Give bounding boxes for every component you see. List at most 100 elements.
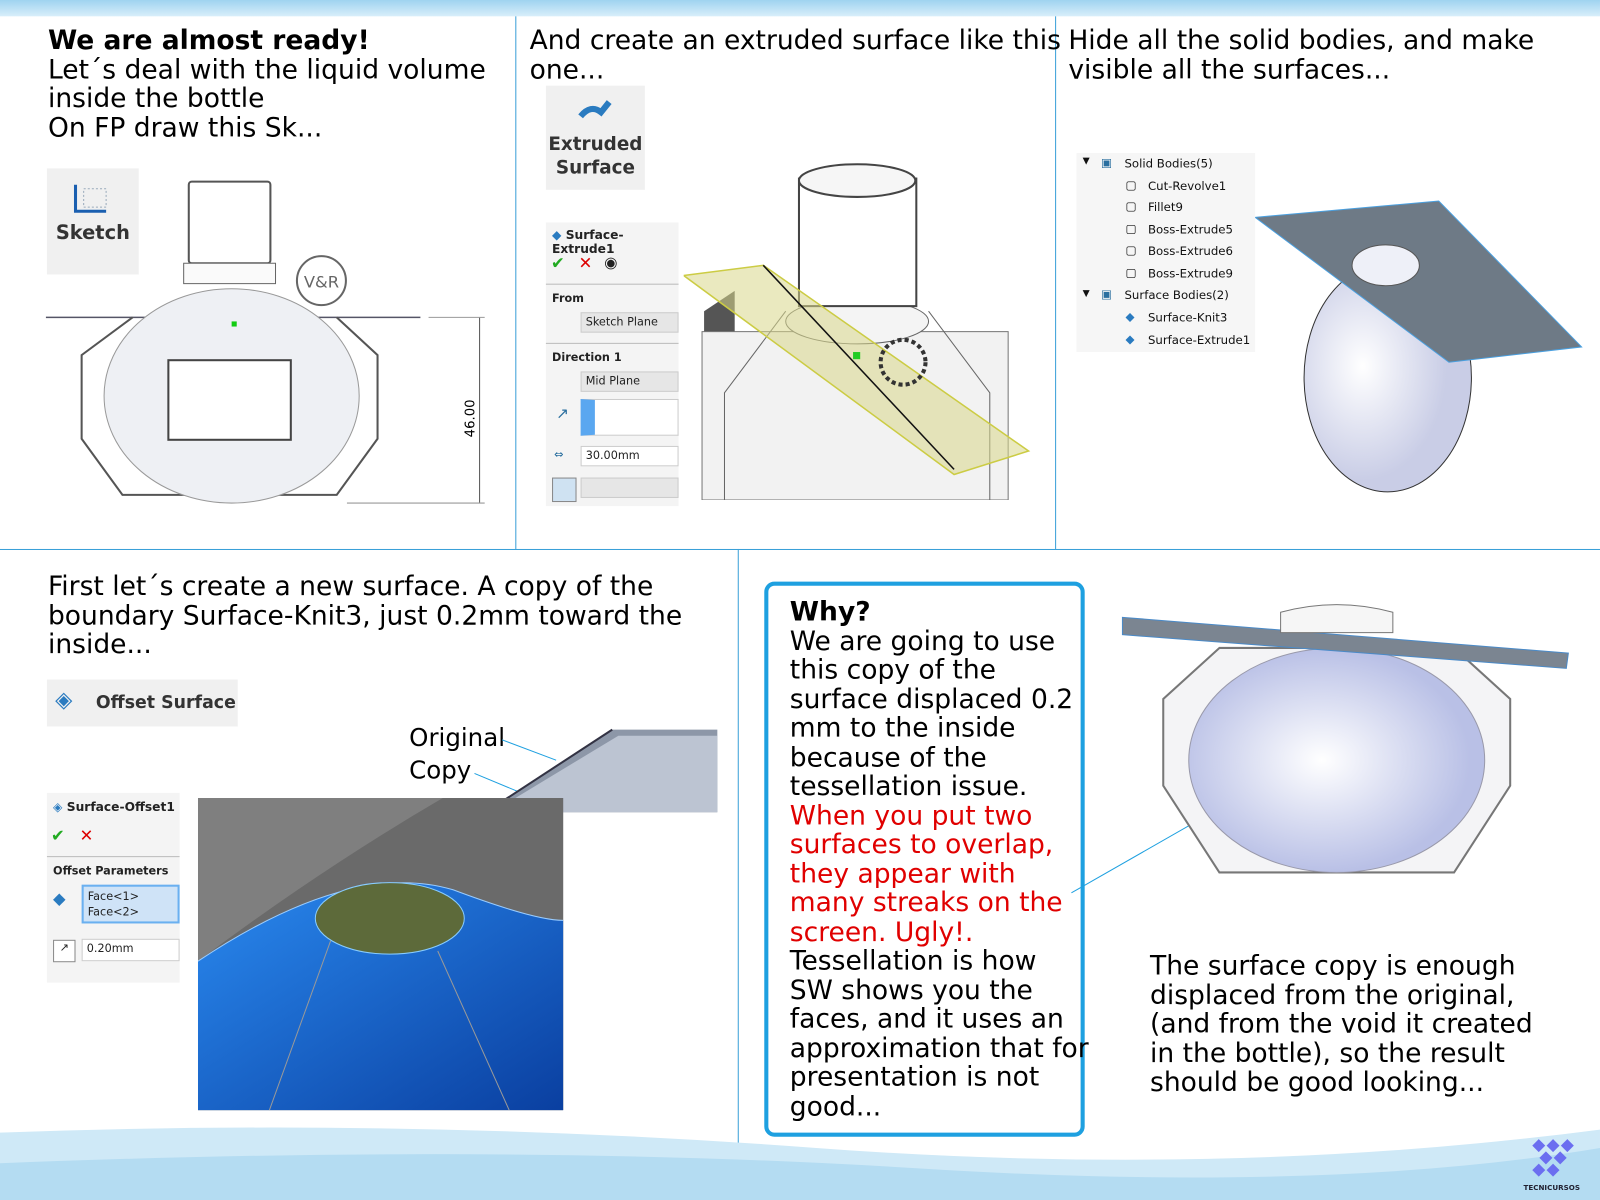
text-line: mm to the inside bbox=[789, 713, 1016, 744]
text-line: because of the bbox=[789, 742, 987, 773]
warning-line: screen. Ugly!. bbox=[789, 916, 974, 948]
sketch-label: Sketch bbox=[55, 221, 130, 244]
offset-icon: ◈ bbox=[53, 799, 63, 815]
panel3-text: Hide all the solid bodies, and make visi… bbox=[1068, 27, 1534, 85]
warning-line: they appear with bbox=[789, 858, 1016, 890]
panel2-text: And create an extruded surface like this… bbox=[530, 27, 1061, 85]
footer-wave bbox=[0, 1127, 1600, 1200]
direction-arrow-icon[interactable]: ↗ bbox=[556, 404, 569, 423]
direction-selection-box[interactable] bbox=[580, 398, 679, 436]
text-line: The surface copy is enough bbox=[1149, 951, 1516, 982]
tree-item[interactable]: Surface-Knit3 bbox=[1147, 310, 1228, 325]
surfaces-view bbox=[1255, 200, 1583, 493]
body-cube-icon: ▢ bbox=[1125, 198, 1137, 214]
body-cube-icon: ▢ bbox=[1125, 265, 1137, 280]
cancel-x-icon[interactable]: ✕ bbox=[578, 253, 593, 273]
draft-field[interactable] bbox=[580, 477, 679, 498]
text-line: should be good looking... bbox=[1149, 1067, 1485, 1098]
warning-line: When you put two bbox=[789, 800, 1033, 832]
tecnicursos-logo bbox=[1532, 1139, 1574, 1177]
ok-check-icon[interactable]: ✔ bbox=[551, 253, 565, 273]
preview-eye-icon[interactable]: ◉ bbox=[604, 253, 618, 272]
surface-icon: ◆ bbox=[1125, 331, 1135, 346]
text-line: inside... bbox=[47, 629, 152, 661]
why-title: Why? bbox=[789, 596, 871, 628]
text-line: Tessellation is how bbox=[789, 945, 1037, 977]
text-line: faces, and it uses an bbox=[789, 1004, 1064, 1035]
offset-surface-icon: ◈ bbox=[55, 687, 73, 714]
tree-item[interactable]: Surface-Extrude1 bbox=[1147, 332, 1251, 347]
tree-item[interactable]: Cut-Revolve1 bbox=[1147, 178, 1227, 193]
button-label: Offset Surface bbox=[95, 692, 236, 714]
pm-title: Surface-Offset1 bbox=[66, 799, 175, 815]
cancel-x-icon[interactable]: ✕ bbox=[79, 825, 94, 845]
collapse-arrow-icon[interactable]: ▼ bbox=[1082, 156, 1090, 167]
text-line: approximation that for bbox=[789, 1033, 1089, 1064]
offset-surface-button[interactable]: ◈ Offset Surface bbox=[46, 679, 238, 727]
from-select[interactable]: Sketch Plane bbox=[580, 312, 679, 333]
panel1-title: We are almost ready! bbox=[47, 25, 370, 57]
text-line: displaced from the original, bbox=[1149, 980, 1515, 1011]
faces-selection-box[interactable]: Face<1>Face<2> bbox=[81, 884, 180, 924]
surface-offset-property-manager: ◈ Surface-Offset1 ✔ ✕ Offset Parameters … bbox=[46, 792, 180, 983]
surface-icon: ◆ bbox=[1125, 309, 1135, 324]
extrude-icon: ◆ bbox=[552, 227, 562, 242]
button-label: Surface bbox=[555, 157, 635, 179]
warning-line: many streaks on the bbox=[789, 887, 1063, 919]
tree-item[interactable]: Boss-Extrude6 bbox=[1147, 243, 1234, 259]
body-cube-icon: ▢ bbox=[1125, 221, 1137, 236]
divider bbox=[0, 548, 1600, 550]
text-line: surface displaced 0.2 bbox=[789, 684, 1074, 715]
panel5-text: The surface copy is enough displaced fro… bbox=[1150, 952, 1533, 1097]
tree-solid-bodies[interactable]: Solid Bodies(5) bbox=[1124, 156, 1213, 171]
button-label: Extruded bbox=[548, 133, 643, 156]
panel4-text: First let´s create a new surface. A copy… bbox=[48, 572, 682, 659]
body-cube-icon: ▢ bbox=[1125, 242, 1137, 258]
logo-text: V&R bbox=[304, 273, 339, 292]
text-line: presentation is not bbox=[789, 1062, 1040, 1093]
offset-distance-input[interactable]: 0.20mm bbox=[81, 938, 180, 962]
depth-icon: ⇔ bbox=[554, 447, 564, 462]
end-condition-select[interactable]: Mid Plane bbox=[580, 371, 679, 392]
text-line: this copy of the bbox=[789, 655, 996, 686]
text-line: in the bottle), so the result bbox=[1149, 1038, 1505, 1069]
surface-extrude-property-manager: ◆ Surface-Extrude1 ✔ ✕ ◉ From Sketch Pla… bbox=[545, 222, 679, 507]
tree-item[interactable]: Boss-Extrude5 bbox=[1147, 222, 1234, 237]
text-line: SW shows you the bbox=[789, 974, 1033, 1006]
tree-surface-bodies[interactable]: Surface Bodies(2) bbox=[1124, 287, 1229, 303]
extrude-preview-view bbox=[683, 163, 1031, 500]
why-callout bbox=[764, 581, 1085, 1137]
text-line: Hide all the solid bodies, and make bbox=[1068, 25, 1535, 57]
text-line: First let´s create a new surface. A copy… bbox=[47, 571, 654, 603]
draft-toggle-icon[interactable] bbox=[552, 477, 577, 503]
text-line: (and from the void it created bbox=[1149, 1009, 1533, 1040]
reverse-direction-icon[interactable]: ↗ bbox=[53, 939, 76, 963]
label-copy: Copy bbox=[409, 756, 472, 785]
text-line: boundary Surface-Knit3, just 0.2mm towar… bbox=[47, 600, 683, 632]
collapse-arrow-icon[interactable]: ▼ bbox=[1082, 288, 1090, 299]
divider bbox=[1055, 16, 1057, 549]
warning-line: surfaces to overlap, bbox=[789, 829, 1054, 861]
depth-input[interactable]: 30.00mm bbox=[580, 445, 679, 467]
feature-tree: ▼ ▣ Solid Bodies(5) ▢ Cut-Revolve1 ▢ Fille… bbox=[1076, 153, 1256, 353]
dimension-46: 46.00 bbox=[463, 399, 478, 437]
face-selection-icon: ◆ bbox=[53, 888, 66, 909]
text-line: And create an extruded surface like this bbox=[529, 25, 1061, 57]
direction1-label: Direction 1 bbox=[552, 351, 622, 365]
top-banner bbox=[0, 0, 1600, 17]
text-line: On FP draw this Sk... bbox=[47, 112, 323, 144]
from-label: From bbox=[552, 291, 584, 306]
tree-item[interactable]: Fillet9 bbox=[1147, 199, 1183, 215]
text-line: visible all the surfaces... bbox=[1068, 54, 1391, 86]
ok-check-icon[interactable]: ✔ bbox=[51, 825, 65, 845]
sketch-button[interactable]: Sketch bbox=[46, 168, 139, 275]
tree-item[interactable]: Boss-Extrude9 bbox=[1147, 266, 1234, 281]
text-line: We are going to use bbox=[789, 626, 1056, 657]
text-line: one... bbox=[529, 54, 605, 86]
label-original: Original bbox=[409, 723, 506, 753]
extruded-surface-icon bbox=[578, 100, 612, 119]
divider bbox=[515, 16, 517, 549]
solid-bodies-folder-icon: ▣ bbox=[1101, 155, 1113, 170]
text-line: good... bbox=[789, 1091, 882, 1122]
